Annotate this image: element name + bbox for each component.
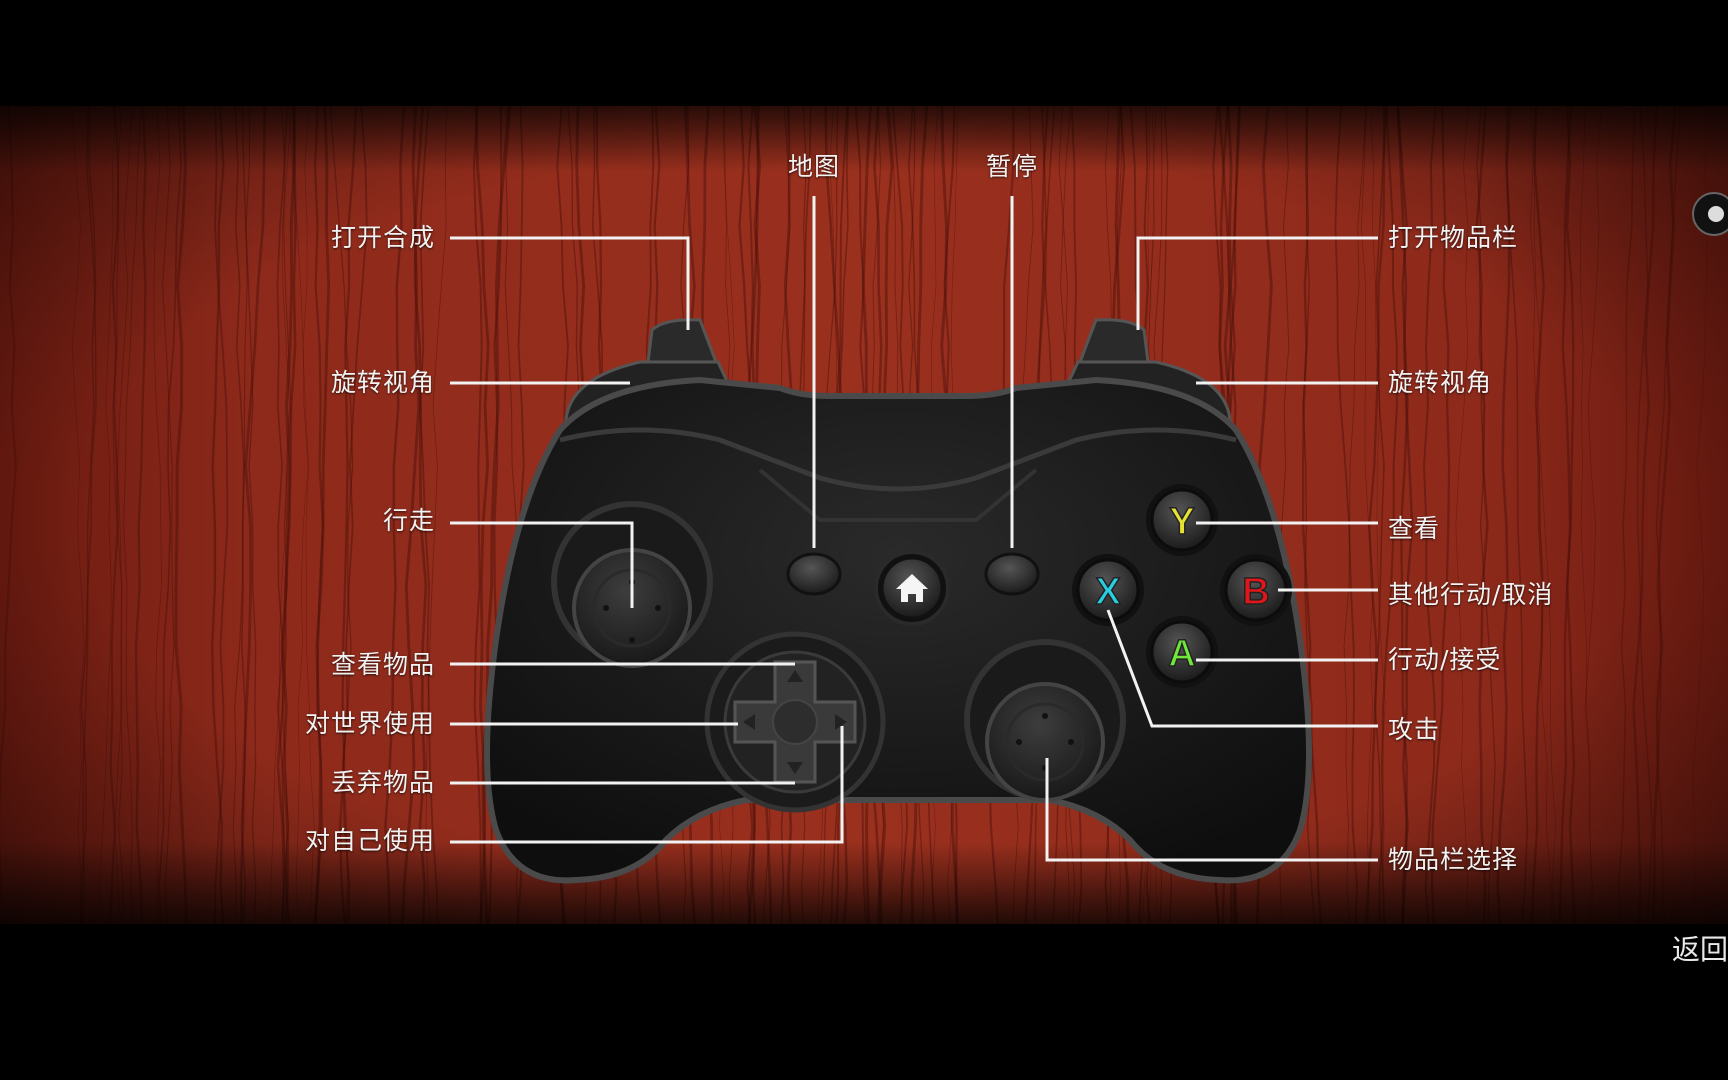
label-dpad-up: 查看物品 bbox=[330, 650, 435, 679]
back-button[interactable]: 返回 bbox=[1671, 933, 1728, 966]
left-stick-dot bbox=[629, 637, 635, 643]
label-right-trigger: 打开物品栏 bbox=[1388, 223, 1519, 252]
label-dpad-down: 丢弃物品 bbox=[330, 768, 435, 797]
label-right-bumper: 旋转视角 bbox=[1388, 368, 1493, 397]
label-button-y: 查看 bbox=[1388, 514, 1441, 543]
label-button-x: 攻击 bbox=[1388, 715, 1441, 744]
dpad-up-arrow-icon bbox=[787, 670, 803, 682]
leader-line-button-x bbox=[1106, 609, 1378, 728]
button-a[interactable] bbox=[1150, 620, 1214, 684]
right-stick-ring bbox=[1005, 702, 1085, 782]
start-pause-button[interactable] bbox=[984, 552, 1040, 596]
right-stick[interactable] bbox=[985, 682, 1105, 802]
button-b-letter: B bbox=[1242, 571, 1269, 613]
right-stick-dot bbox=[1042, 713, 1048, 719]
label-left-trigger: 打开合成 bbox=[330, 223, 435, 252]
button-y-letter: Y bbox=[1169, 501, 1194, 543]
leader-lines bbox=[450, 196, 1378, 862]
dpad-down-arrow-icon bbox=[787, 762, 803, 774]
leader-line-left-stick bbox=[450, 521, 634, 608]
label-button-a: 行动/接受 bbox=[1388, 645, 1502, 674]
label-dpad-left: 对世界使用 bbox=[304, 709, 435, 738]
right-stick-dot bbox=[1016, 739, 1022, 745]
body-center-ridge bbox=[758, 468, 1038, 522]
left-stick-dot bbox=[603, 605, 609, 611]
leader-line-left-trigger bbox=[450, 236, 690, 330]
label-left-bumper: 旋转视角 bbox=[330, 368, 435, 397]
label-back-button: 地图 bbox=[787, 152, 840, 181]
label-right-stick: 物品栏选择 bbox=[1388, 845, 1519, 874]
dpad-left-arrow-icon bbox=[743, 714, 755, 730]
home-icon bbox=[896, 574, 928, 602]
back-select-button[interactable] bbox=[786, 552, 842, 596]
right-trigger[interactable] bbox=[1077, 318, 1150, 364]
dpad-center bbox=[772, 699, 818, 745]
dpad-right-arrow-icon bbox=[835, 714, 847, 730]
leader-line-right-stick bbox=[1045, 758, 1378, 862]
leader-line-dpad-right bbox=[450, 726, 844, 844]
side-menu-toggle[interactable] bbox=[1692, 192, 1728, 236]
button-y[interactable] bbox=[1150, 488, 1214, 552]
label-button-b: 其他行动/取消 bbox=[1388, 580, 1554, 609]
button-x[interactable] bbox=[1076, 558, 1140, 622]
left-trigger[interactable] bbox=[646, 318, 719, 364]
leader-line-right-trigger bbox=[1136, 236, 1378, 330]
label-start-button: 暂停 bbox=[985, 152, 1038, 181]
right-stick-dot bbox=[1068, 739, 1074, 745]
body-ridge bbox=[559, 427, 1237, 492]
button-a-letter: A bbox=[1168, 633, 1195, 675]
label-dpad-right: 对自己使用 bbox=[304, 826, 435, 855]
label-left-stick: 行走 bbox=[382, 506, 435, 535]
button-x-letter: X bbox=[1095, 571, 1121, 613]
left-stick-dot bbox=[655, 605, 661, 611]
